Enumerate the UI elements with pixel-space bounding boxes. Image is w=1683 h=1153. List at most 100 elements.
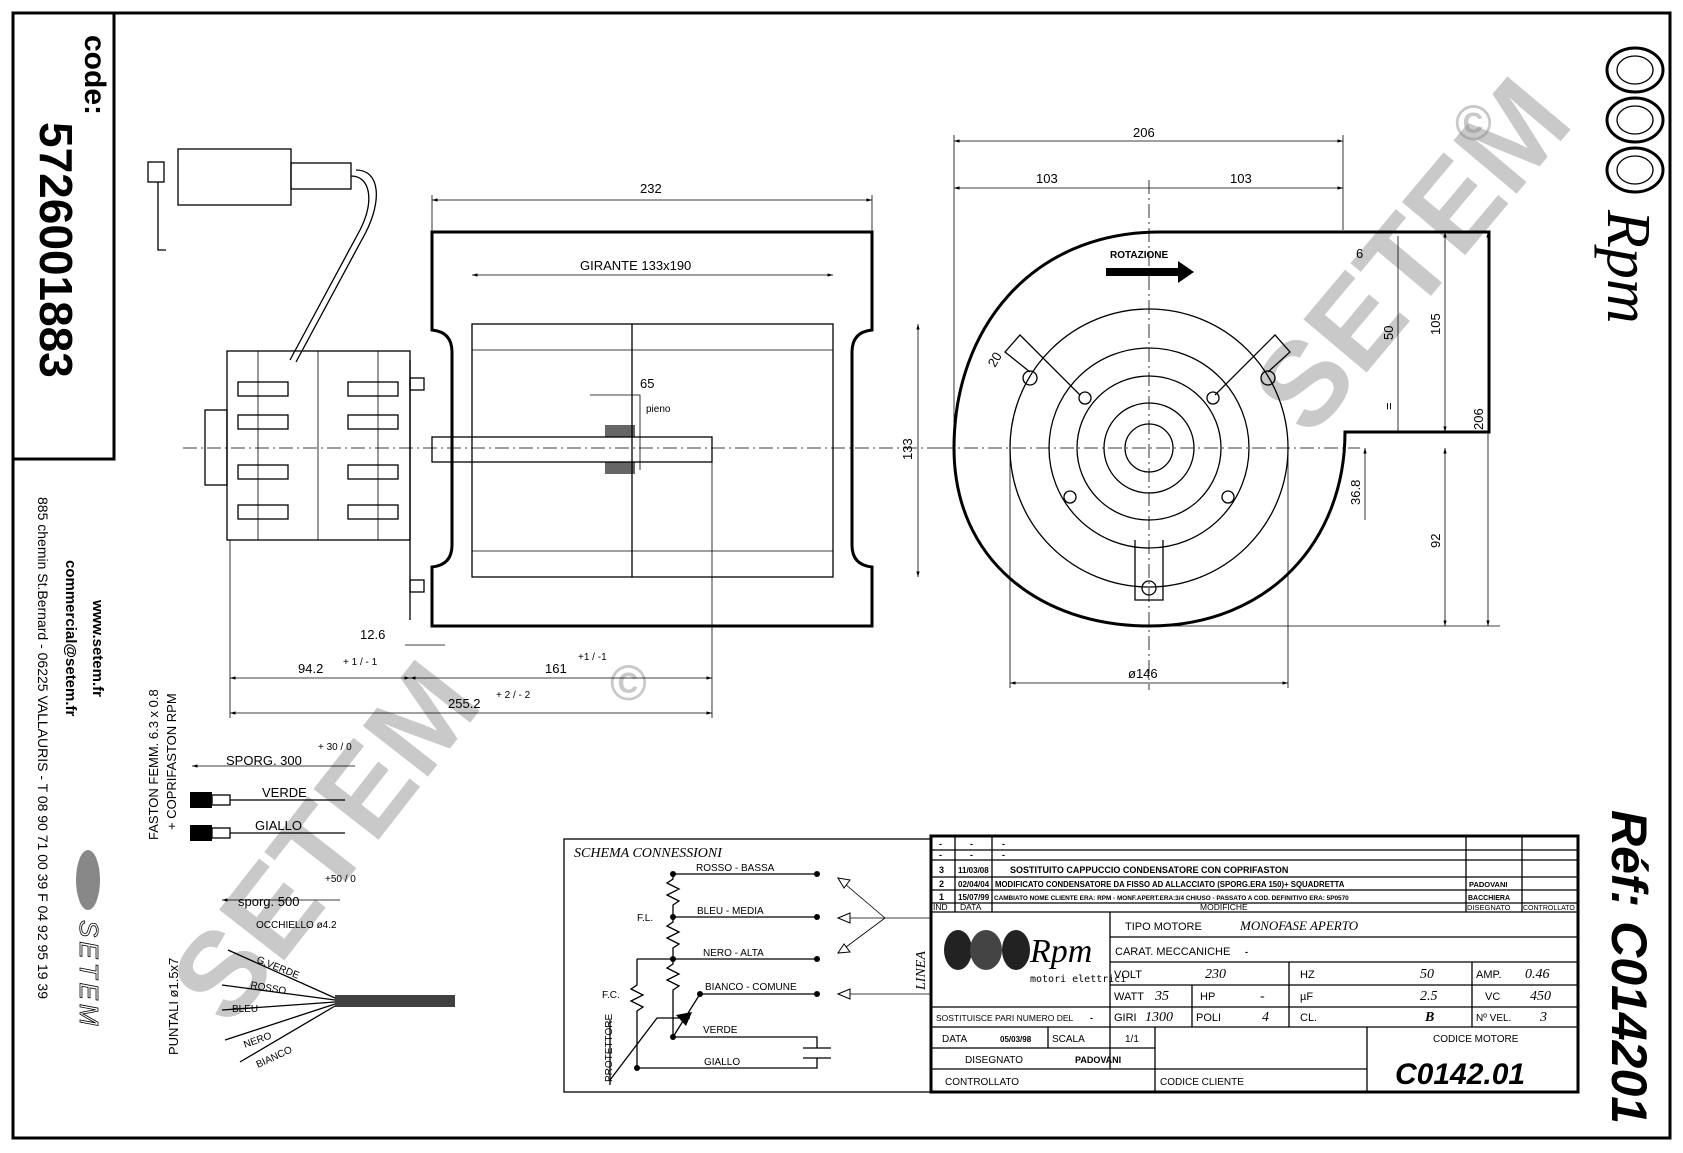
pieno-label: pieno xyxy=(646,404,671,415)
dim-92: 92 xyxy=(1428,534,1443,548)
schema-bleu: BLEU - MEDIA xyxy=(697,906,764,917)
giri-value: 1300 xyxy=(1145,1010,1173,1025)
setem-logo-text: SETEM xyxy=(74,920,104,1030)
svg-text:3: 3 xyxy=(939,865,944,875)
drawn-by: PADOVANI xyxy=(1075,1055,1121,1065)
schema-fc: F.C. xyxy=(602,990,620,1001)
dim-206-right: 206 xyxy=(1471,408,1486,430)
svg-text:VOLT: VOLT xyxy=(1114,969,1142,981)
connection-schema: SCHEMA CONNESSIONI ROSSO - BASSA BLEU - … xyxy=(563,838,932,1093)
dim-50: 50 xyxy=(1381,326,1396,340)
dim-255-2: 255.2 xyxy=(448,696,481,711)
svg-text:SOSTITUITO CAPPUCCIO CONDENSAT: SOSTITUITO CAPPUCCIO CONDENSATORE CON CO… xyxy=(1010,865,1288,875)
svg-text:SCALA: SCALA xyxy=(1052,1034,1085,1045)
svg-text:-: - xyxy=(1245,947,1248,957)
svg-text:-: - xyxy=(1090,1013,1093,1023)
faston-label: FASTON FEMM. 6.3 x 0.8 xyxy=(146,689,161,840)
revision-row: --- xyxy=(939,850,1005,860)
vc-value: 450 xyxy=(1530,989,1551,1004)
svg-text:MODIFICHE: MODIFICHE xyxy=(1200,902,1248,912)
dim-94-2: 94.2 xyxy=(298,661,323,676)
setem-watermark: SETEM © SETEM © xyxy=(145,54,1596,1046)
wire-bianco: BIANCO xyxy=(255,1044,295,1070)
svg-text:BACCHIERA: BACCHIERA xyxy=(1468,895,1510,902)
wire-bleu: BLEU xyxy=(232,1004,258,1015)
capacitor xyxy=(147,148,377,363)
dim-6: 6 xyxy=(1356,246,1363,261)
product-code: 5726001883 xyxy=(30,122,82,378)
svg-text:-: - xyxy=(1002,850,1005,860)
verde-wire-label: VERDE xyxy=(262,785,307,800)
svg-text:-: - xyxy=(939,839,942,849)
motor-type: MONOFASE APERTO xyxy=(1239,918,1359,933)
dim-105: 105 xyxy=(1428,313,1443,335)
svg-text:2: 2 xyxy=(939,879,944,889)
drawing-date: 05/03/98 xyxy=(1000,1035,1032,1044)
svg-text:µF: µF xyxy=(1300,991,1313,1003)
schema-verde: VERDE xyxy=(703,1025,738,1036)
front-view: 206 103 103 ROTAZIONE 6 50 = 105 206 36.… xyxy=(940,125,1500,690)
drawing-scale: 1/1 xyxy=(1125,1034,1139,1045)
tol-300: + 30 / 0 xyxy=(318,742,352,753)
dim-146: ø146 xyxy=(1128,666,1158,681)
watt-value: 35 xyxy=(1154,989,1169,1004)
schema-bianco: BIANCO - COMUNE xyxy=(705,982,797,993)
svg-text:-: - xyxy=(1002,839,1005,849)
schema-fl: F.L. xyxy=(637,913,653,924)
coprifaston-label: + COPRIFASTON RPM xyxy=(164,693,179,830)
setem-swirl-icon xyxy=(76,850,100,910)
svg-text:CAMBIATO NOME CLIENTE ERA: RPM: CAMBIATO NOME CLIENTE ERA: RPM - MONF.AP… xyxy=(994,895,1349,902)
svg-text:CODICE MOTORE: CODICE MOTORE xyxy=(1433,1034,1519,1045)
puntali-label: PUNTALI ø1.5x7 xyxy=(166,958,181,1055)
shaft xyxy=(431,436,713,463)
svg-text:-: - xyxy=(970,850,973,860)
cl-value: B xyxy=(1424,1010,1434,1025)
svg-text:PADOVANI: PADOVANI xyxy=(1469,880,1507,889)
rpm-title-logo: Rpm motori elettrici xyxy=(944,930,1126,985)
rpm-logo: Rpm xyxy=(1594,209,1662,324)
svg-text:TIPO MOTORE: TIPO MOTORE xyxy=(1125,921,1202,933)
tol-161: +1 / -1 xyxy=(578,652,607,663)
svg-text:CODICE CLIENTE: CODICE CLIENTE xyxy=(1160,1077,1244,1088)
svg-text:DISEGNATO: DISEGNATO xyxy=(1467,903,1511,912)
mounting-brackets xyxy=(1004,334,1291,601)
svg-text:VC: VC xyxy=(1485,991,1500,1003)
hp-value: - xyxy=(1260,989,1265,1004)
hz-value: 50 xyxy=(1420,967,1434,982)
brand-area: Rpm Réf: C014201 xyxy=(1594,46,1665,1124)
schema-title: SCHEMA CONNESSIONI xyxy=(574,846,723,861)
dim-eq: = xyxy=(1381,402,1396,410)
svg-text:-: - xyxy=(939,850,942,860)
svg-text:SETEM: SETEM xyxy=(1227,54,1595,457)
tol-255-2: + 2 / - 2 xyxy=(496,690,531,701)
title-logo-subtitle: motori elettrici xyxy=(1030,974,1126,985)
svg-text:CONTROLLATO: CONTROLLATO xyxy=(945,1077,1019,1088)
dim-232: 232 xyxy=(640,181,662,196)
svg-text:Nº VEL.: Nº VEL. xyxy=(1476,1013,1511,1024)
svg-text:POLI: POLI xyxy=(1196,1012,1221,1024)
code-box xyxy=(11,11,116,461)
svg-text:DATA: DATA xyxy=(960,902,982,912)
side-view: 232 GIRANTE 133x190 65 pieno 133 12.6 94… xyxy=(147,148,940,718)
schema-rosso: ROSSO - BASSA xyxy=(696,863,775,874)
setem-logo: SETEM xyxy=(74,850,104,1030)
dim-12-6: 12.6 xyxy=(360,627,385,642)
sporg-300-label: SPORG. 300 xyxy=(226,753,302,768)
dim-20: 20 xyxy=(985,349,1005,369)
schema-giallo: GIALLO xyxy=(704,1057,740,1068)
dim-103-left: 103 xyxy=(1036,171,1058,186)
drawing-frame xyxy=(11,11,1672,1140)
svg-text:11/03/08: 11/03/08 xyxy=(958,866,989,875)
svg-text:WATT: WATT xyxy=(1114,991,1144,1003)
amp-value: 0.46 xyxy=(1525,967,1550,982)
dim-65: 65 xyxy=(640,376,654,391)
tol-94-2: + 1 / - 1 xyxy=(343,657,378,668)
svg-text:HP: HP xyxy=(1200,991,1215,1003)
dim-206-top: 206 xyxy=(1133,125,1155,140)
svg-text:SOSTITUISCE PARI NUMERO DEL: SOSTITUISCE PARI NUMERO DEL xyxy=(936,1013,1074,1023)
svg-text:02/04/04: 02/04/04 xyxy=(958,880,990,889)
